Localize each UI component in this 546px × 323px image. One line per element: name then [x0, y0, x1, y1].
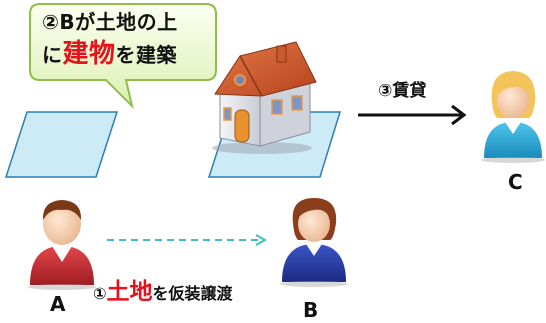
- callout-text: ②Bが土地の上 に建物を建築: [42, 6, 212, 71]
- person-a-label: A: [50, 292, 66, 316]
- transfer-label: ①土地を仮装譲渡: [93, 272, 233, 306]
- lease-label: ③賃貸: [378, 81, 427, 101]
- transfer-prefix: ①: [93, 284, 107, 303]
- callout-line-2: に建物を建築: [42, 38, 212, 71]
- callout-emphasis: 建物: [62, 39, 116, 69]
- person-c-label: C: [508, 170, 523, 194]
- transfer-arrow: [107, 234, 268, 246]
- lease-arrow: [358, 104, 467, 126]
- callout-line2-suffix: を建築: [115, 43, 178, 67]
- person-b-icon: [280, 198, 348, 287]
- house-icon: [212, 41, 317, 154]
- person-c-icon: [481, 71, 545, 163]
- land-parcel-left: [4, 111, 119, 178]
- transfer-emphasis: 土地: [106, 279, 153, 305]
- person-b-label: B: [303, 298, 319, 322]
- callout-bubble: [29, 3, 217, 110]
- transfer-suffix: を仮装譲渡: [152, 284, 233, 303]
- person-a-icon: [28, 200, 96, 290]
- callout-line-1: ②Bが土地の上: [42, 10, 178, 34]
- callout-line2-prefix: に: [42, 43, 63, 67]
